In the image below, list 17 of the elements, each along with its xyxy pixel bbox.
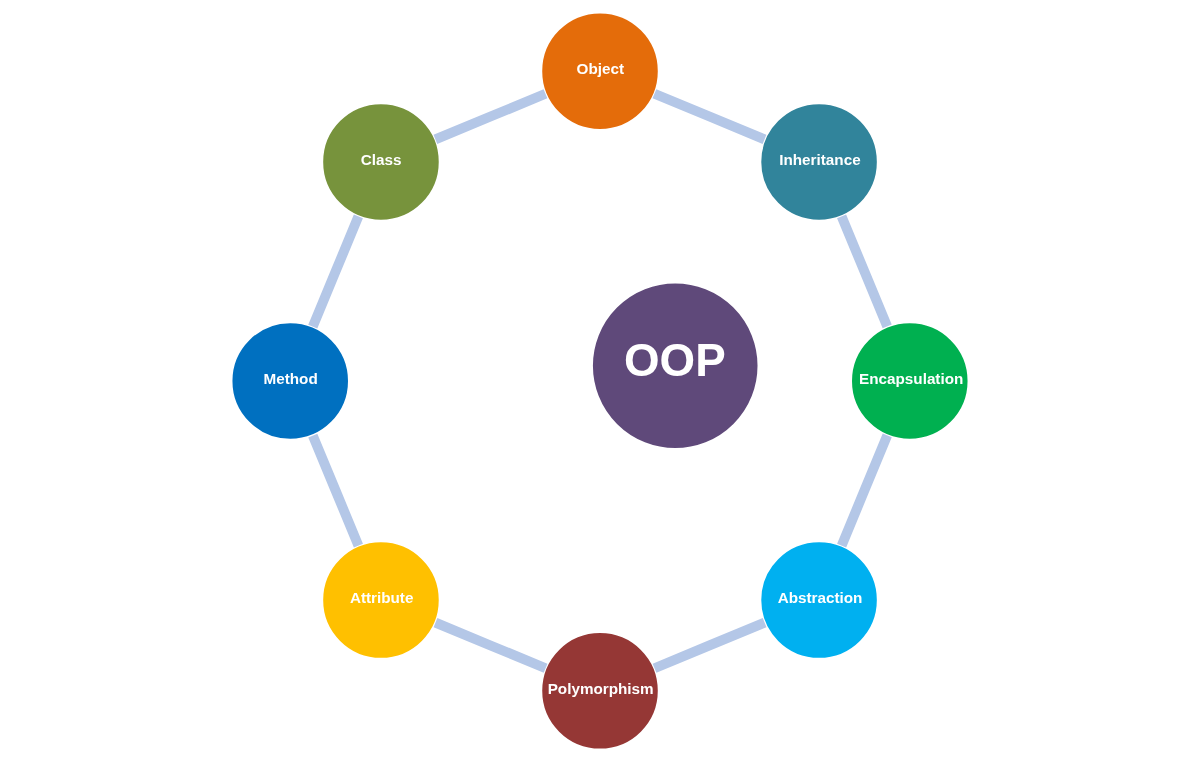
node-circle: Class (321, 102, 441, 222)
connector (308, 214, 363, 329)
connector (652, 618, 767, 673)
connector (433, 618, 548, 673)
node-circle: Object (540, 11, 660, 132)
connector (837, 433, 892, 548)
node-circle: Abstraction (759, 540, 879, 660)
node-circle: Attribute (321, 540, 441, 660)
connector (308, 433, 363, 548)
node-circle: Method (230, 321, 351, 441)
connector (433, 89, 548, 144)
connector (837, 214, 892, 329)
node-circle: Polymorphism (540, 630, 660, 751)
connector (652, 89, 767, 144)
node-circle: Encapsulation (849, 321, 970, 441)
node-circle: Inheritance (759, 102, 879, 222)
node-circle: OOP (590, 281, 760, 451)
